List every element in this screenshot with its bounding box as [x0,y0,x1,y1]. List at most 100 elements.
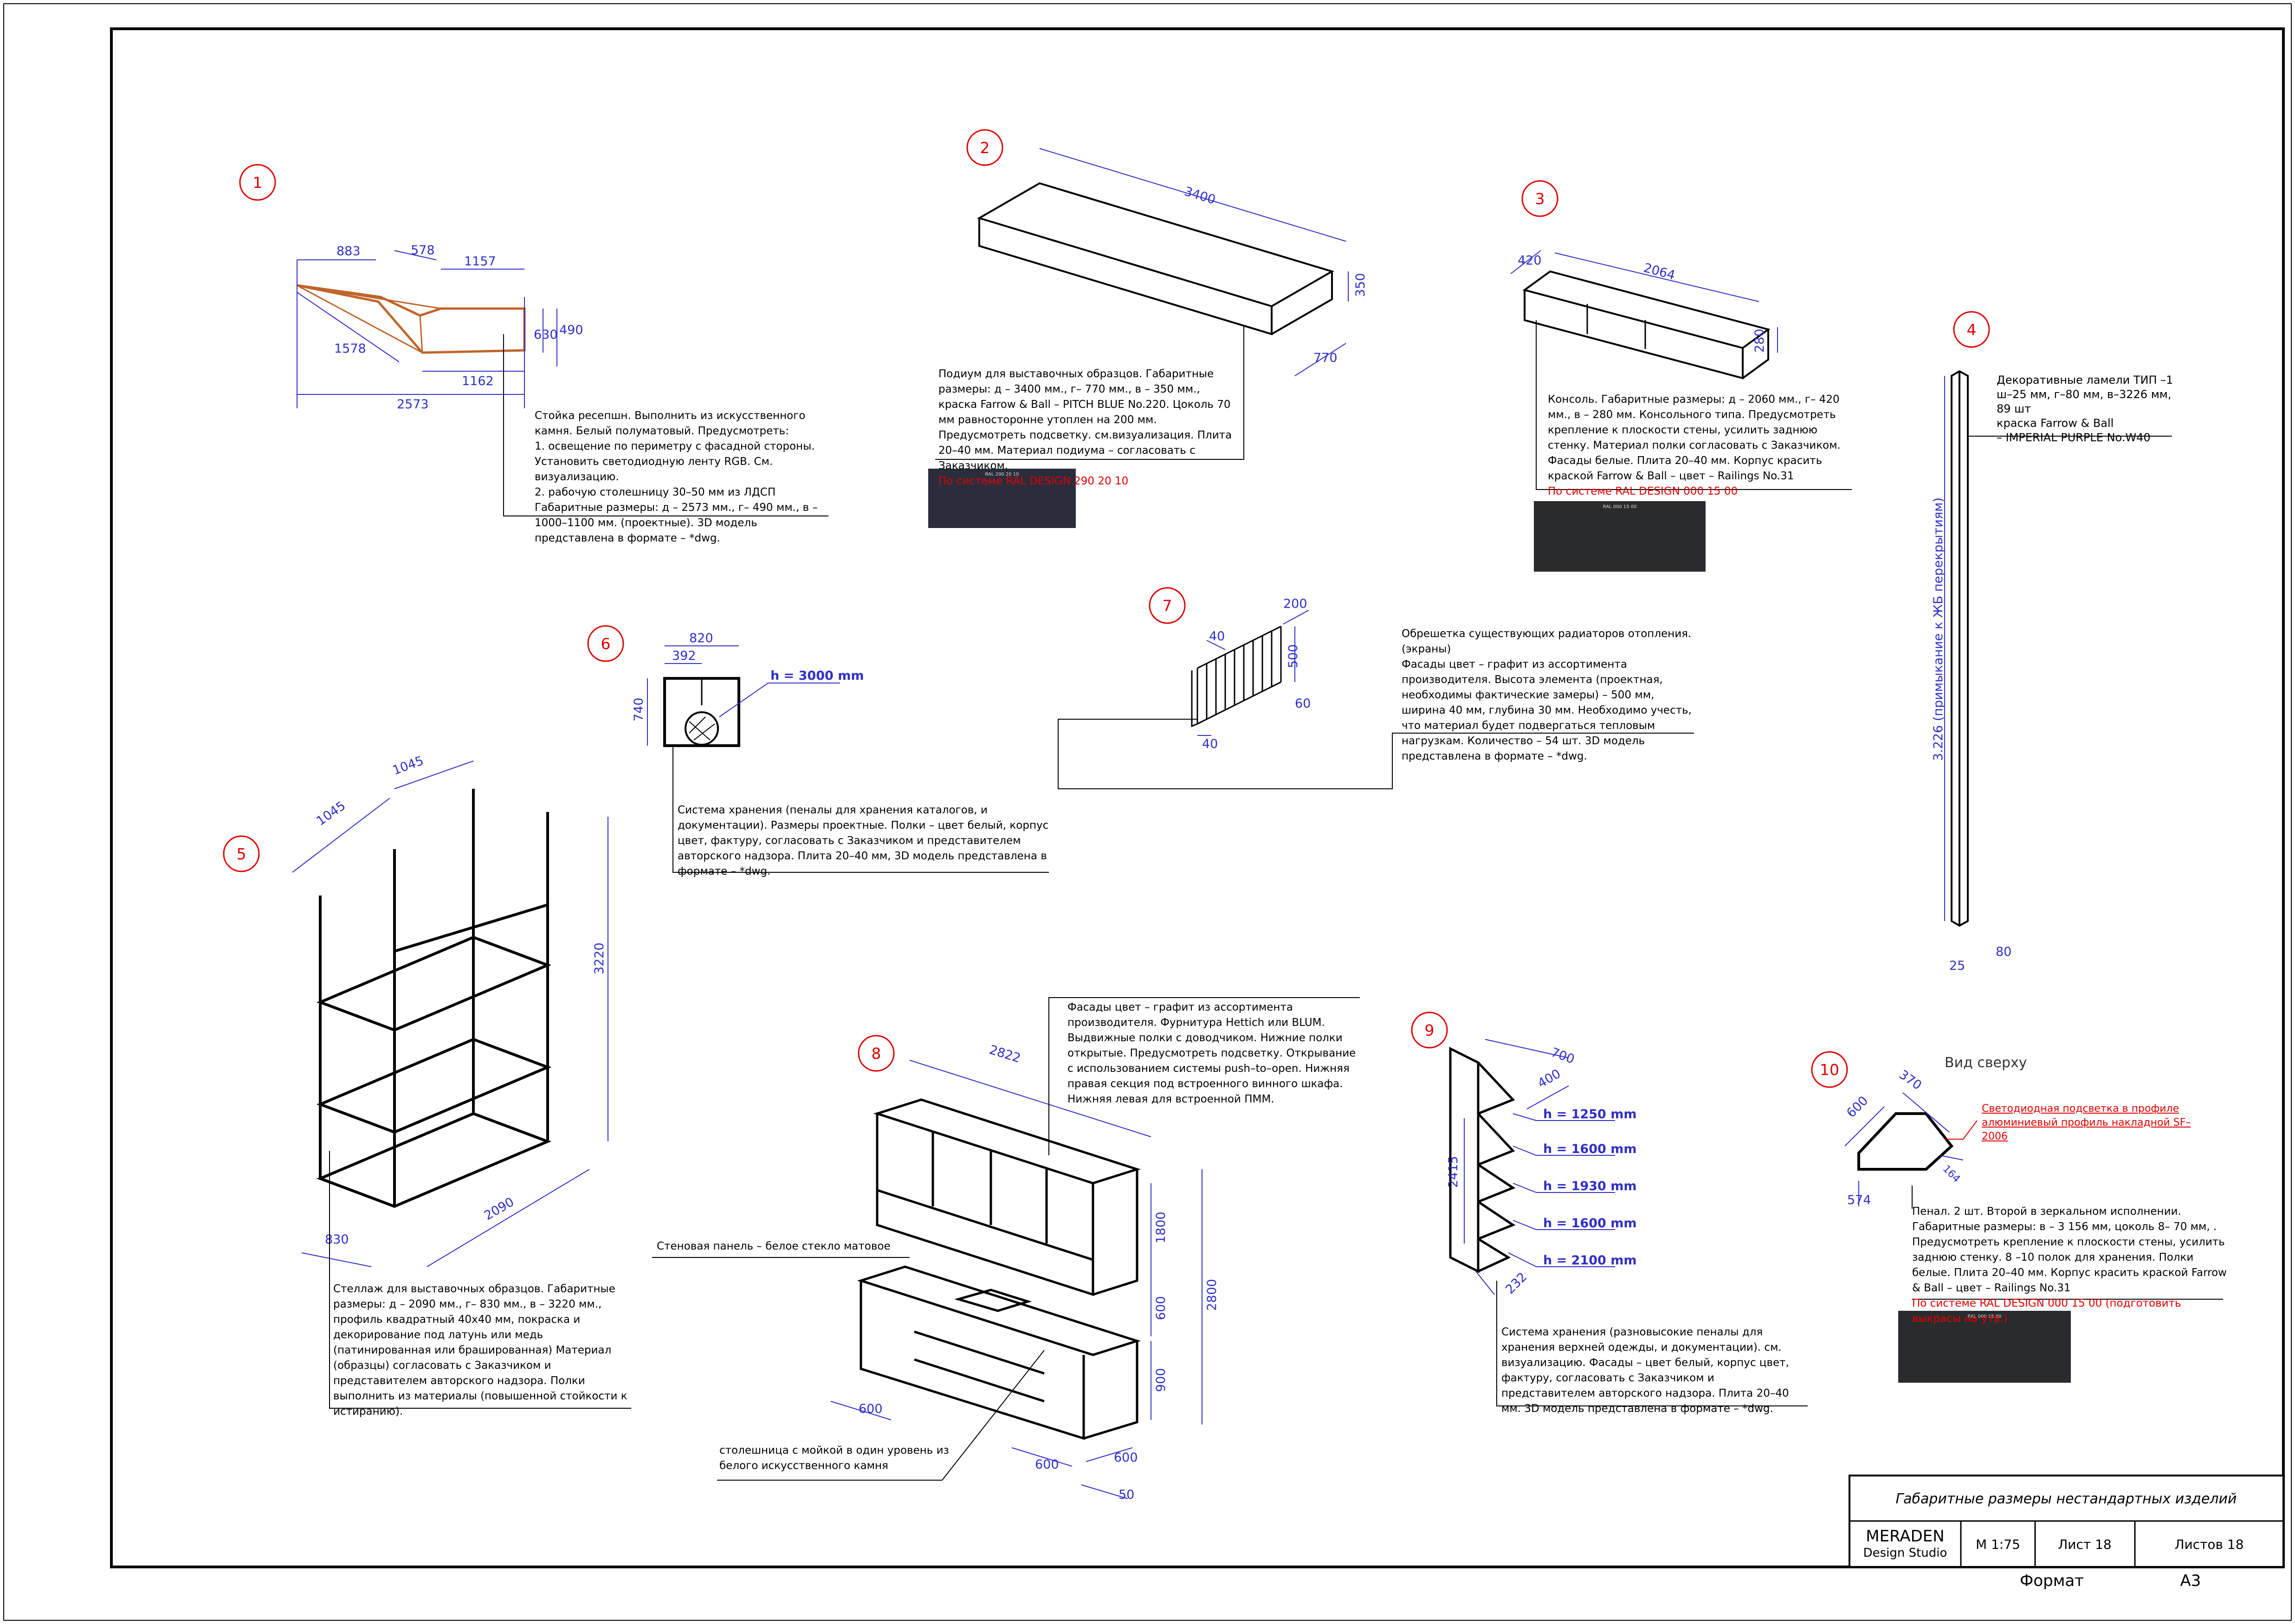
item-10-dim: 164 [1940,1163,1962,1185]
item-1-dim: 883 [336,244,361,258]
item-9-height-label: h = 1600 mm [1543,1142,1636,1156]
item-8-countertop-label: столешница с мойкой в один уровень из бе… [719,1444,949,1472]
item-4-dim: 80 [1996,945,2011,959]
item-6-drawing: 6 820 392 740 h = 3000 mm [587,625,1049,873]
item-8-drawing: 8 2822 1800 600 2800 900 600 600 600 50 [652,997,1360,1502]
title-block-title: Габаритные размеры нестандартных изделий [1895,1491,2237,1507]
item-6-note: Система хранения (пеналы для хранения ка… [678,804,1049,877]
studio-subtitle: Design Studio [1863,1546,1947,1560]
item-3-drawing: 3 420 2064 280 RAL 000 15 00 [1510,180,1852,572]
item-7-dim: 40 [1202,737,1218,751]
item-9-number: 9 [1425,1021,1435,1039]
item-9-height-label: h = 1930 mm [1543,1179,1636,1193]
item-8-wall-label: Стеновая панель – белое стекло матовое [657,1240,891,1252]
item-1-dim: 2573 [397,397,429,412]
item-3-swatch-label: RAL 000 15 00 [1603,504,1636,509]
item-3-dim: 2064 [1642,261,1676,283]
item-4-note: Декоративные ламели ТИП –1 ш–25 мм, г–80… [1997,374,2173,444]
scale-label: М 1:75 [1976,1537,2020,1552]
item-9-note: Система хранения (разновысокие пеналы дл… [1501,1326,1789,1415]
item-6-number: 6 [601,635,611,653]
item-1-dim: 1578 [334,342,366,356]
item-5-dim: 1045 [314,799,348,829]
item-2-dim: 3400 [1183,184,1217,207]
item-3-ral-code: По системе RAL DESIGN 000 15 00 [1548,485,1738,497]
item-1-drawing: 1 883 578 1157 1578 630 490 1162 2573 [239,164,828,516]
item-8-dim: 600 [1154,1296,1168,1320]
item-3-number: 3 [1535,190,1545,208]
item-7-drawing: 7 200 40 500 60 40 [1058,587,1694,789]
item-8-dim: 50 [1118,1488,1134,1502]
item-10-dim: 370 [1896,1067,1924,1093]
outer-border [3,3,2292,1621]
item-3-note: Консоль. Габаритные размеры: д – 2060 мм… [1548,392,1854,499]
item-3-color-swatch [1534,501,1706,572]
item-9-height-label: h = 1600 mm [1543,1216,1636,1231]
item-8-dim: 900 [1154,1368,1168,1392]
item-8-dim: 2800 [1205,1279,1219,1311]
item-1-note: Стойка ресепшн. Выполнить из искусственн… [535,410,818,544]
sheet-number: Лист 18 [2058,1537,2112,1552]
item-6-dim: 392 [672,649,696,663]
item-8-dim: 600 [859,1402,883,1416]
item-5-dim: 1045 [391,754,426,778]
item-10-view-label: Вид сверху [1945,1055,2027,1071]
item-1-dim: 630 [534,328,558,342]
item-5-dim: 830 [325,1232,349,1247]
item-1-dim: 490 [559,323,583,337]
item-9-drawing: 9 700 400 2415 232 h = 1250 mm h = 1600 … [1411,1012,1808,1406]
item-5-number: 5 [237,845,246,863]
item-9-dim: 400 [1535,1066,1563,1091]
item-2-number: 2 [980,139,990,157]
item-10-led-label: Светодиодная подсветка в профиле алюмини… [1982,1103,2191,1142]
item-4-number: 4 [1967,321,1977,339]
item-5-dim: 2090 [482,1195,517,1223]
item-7-note: Обрешетка существующих радиаторов отопле… [1402,628,1692,762]
item-9-dim: 700 [1549,1045,1577,1067]
item-7-dim: 60 [1295,696,1311,711]
item-6-height-label: h = 3000 mm [770,669,864,683]
item-7-number: 7 [1163,597,1172,615]
item-2-note: Подиум для выставочных образцов. Габарит… [938,367,1240,489]
item-1-number: 1 [253,174,263,192]
item-7-dim: 500 [1286,644,1300,668]
item-2-dim: 350 [1353,273,1368,297]
item-2-dim: 770 [1313,351,1338,365]
item-4-dim: 3.226 (примыкание к ЖБ перекрытиям) [1931,497,1946,761]
item-6-dim: 740 [632,697,646,722]
item-4-dim: 25 [1949,959,1965,973]
item-2-swatch-label: RAL 290 20 10 [985,472,1019,477]
item-1-dim: 1157 [464,254,496,269]
item-1-dim: 1162 [462,374,494,388]
item-7-dim: 40 [1209,629,1225,644]
item-10-dim: 574 [1847,1193,1871,1207]
item-8-dim: 2822 [988,1043,1022,1066]
item-7-dim: 200 [1283,597,1307,611]
item-8-dim: 600 [1035,1457,1059,1472]
item-10-swatch-label: RAL 000 15 00 [1967,1314,2001,1319]
item-9-height-label: h = 1250 mm [1543,1107,1636,1121]
item-6-dim: 820 [689,631,713,645]
item-3-dim: 280 [1752,329,1767,353]
item-8-dim: 1800 [1154,1212,1168,1244]
title-block: Габаритные размеры нестандартных изделий… [1849,1475,2284,1590]
item-8-dim: 600 [1114,1450,1138,1465]
item-5-note: Стеллаж для выставочных образцов. Габари… [333,1283,627,1418]
format-value: А3 [2180,1572,2201,1590]
item-8-number: 8 [872,1044,881,1063]
item-5-dim: 3220 [592,942,607,974]
drawing-frame [110,27,2285,1568]
item-10-number: 10 [1820,1061,1839,1079]
item-10-dim: 600 [1844,1094,1871,1121]
format-label: Формат [2020,1572,2084,1590]
item-9-height-label: h = 2100 mm [1543,1253,1636,1268]
sheet-count: Листов 18 [2174,1537,2243,1552]
item-10-note: Пенал. 2 шт. Второй в зеркальном исполне… [1912,1204,2228,1327]
studio-name: MERADEN [1866,1527,1944,1546]
item-2-ral-code: По системе RAL DESIGN 290 20 10 [938,475,1129,487]
item-2-color-swatch [928,469,1076,528]
item-3-dim: 420 [1518,253,1542,268]
item-8-note: Фасады цвет – графит из ассортимента про… [1067,1001,1356,1105]
item-1-dim: 578 [411,243,435,258]
